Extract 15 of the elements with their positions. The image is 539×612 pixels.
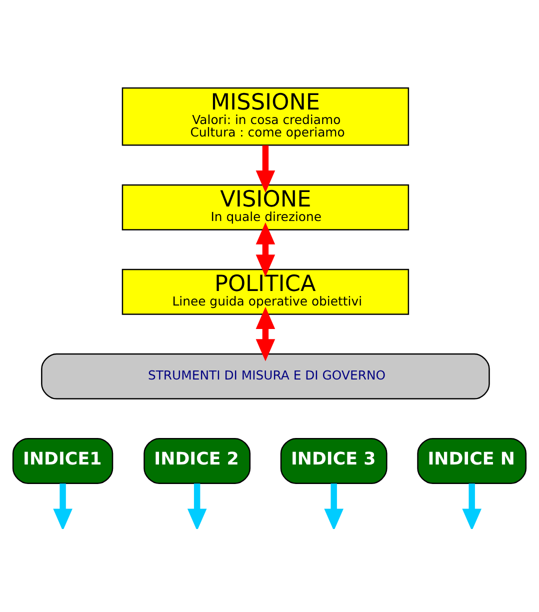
arrow xyxy=(53,484,72,529)
node-box: INDICE1 xyxy=(12,438,114,484)
arrow xyxy=(324,484,344,529)
arrow xyxy=(187,484,207,529)
node-box: MISSIONE Valori: in cosa crediamo Cultura : come operiamo xyxy=(122,87,410,146)
node-box: INDICE 2 xyxy=(144,438,251,484)
arrow xyxy=(256,222,276,277)
node-box: POLITICA Linee guida operative obiettivi xyxy=(122,268,410,315)
arrow xyxy=(462,484,482,529)
arrow xyxy=(256,306,276,362)
node-box: INDICE 3 xyxy=(280,438,388,484)
node-box: STRUMENTI DI MISURA E DI GOVERNO xyxy=(41,353,490,400)
arrow xyxy=(256,145,276,193)
node-box: VISIONE In quale direzione xyxy=(122,184,410,230)
node-box: INDICE N xyxy=(417,438,527,484)
